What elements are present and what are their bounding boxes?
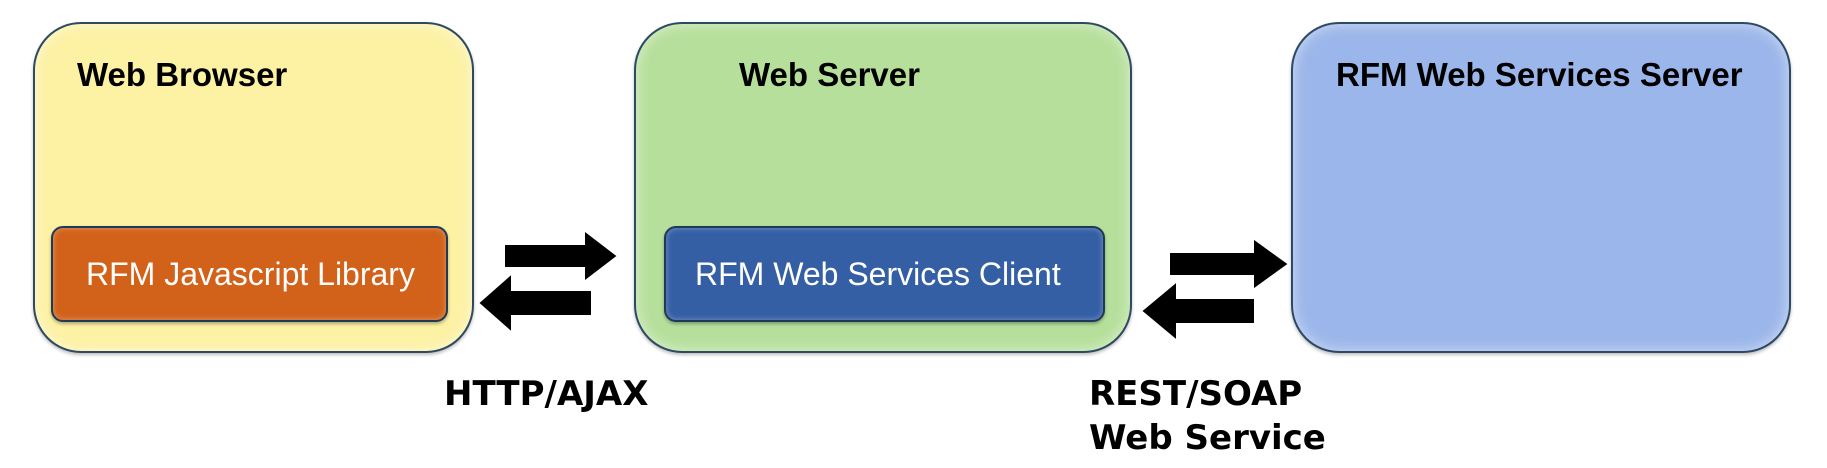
rfm-web-services-client-component: RFM Web Services Client xyxy=(664,226,1105,322)
bidirectional-arrow-rest-soap xyxy=(1139,236,1291,344)
rfm-javascript-library-component: RFM Javascript Library xyxy=(51,226,448,322)
arrow-right-icon xyxy=(503,227,620,285)
arrow-left-icon xyxy=(476,270,593,336)
rest-soap-label-line2: Web Service xyxy=(1089,418,1326,458)
rfm-web-services-server-box xyxy=(1291,22,1791,353)
rfm-javascript-library-label: RFM Javascript Library xyxy=(86,255,415,292)
arrow-left-icon xyxy=(1139,278,1256,344)
rfm-web-services-server-title: RFM Web Services Server xyxy=(1336,56,1743,93)
bidirectional-arrow-http xyxy=(476,227,620,336)
web-browser-title: Web Browser xyxy=(77,56,288,93)
arrow-right-icon xyxy=(1168,236,1291,292)
rfm-web-services-client-label: RFM Web Services Client xyxy=(695,255,1061,292)
rest-soap-label-line1: REST/SOAP xyxy=(1089,374,1303,414)
rest-soap-label: REST/SOAP Web Service xyxy=(1089,372,1326,460)
http-ajax-label: HTTP/AJAX xyxy=(444,374,649,414)
web-server-title: Web Server xyxy=(739,56,920,93)
